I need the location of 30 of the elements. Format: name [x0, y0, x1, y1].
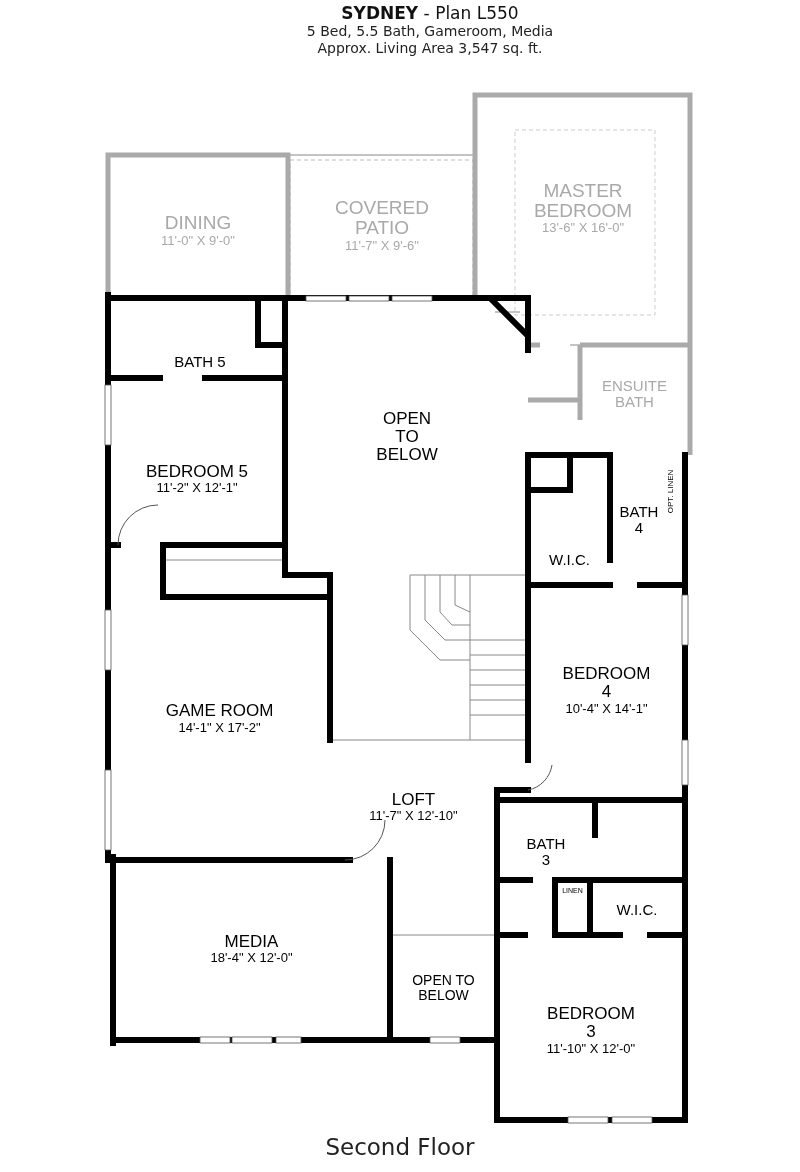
- room-dimensions: 11'-7" X 12'-10": [369, 808, 458, 826]
- plan-title: SYDNEY - Plan L550: [341, 4, 519, 23]
- floor-caption: Second Floor: [324, 1134, 476, 1160]
- room-name: BEDROOM 4: [561, 665, 652, 701]
- room-name: ENSUITE BATH: [601, 378, 668, 410]
- room-name: DINING: [164, 213, 232, 233]
- room-name: BATH 5: [174, 354, 226, 370]
- room-dimensions: 11'-0" X 9'-0": [161, 233, 235, 250]
- room-name: OPEN TO BELOW: [411, 972, 476, 1003]
- room-name: BEDROOM 3: [546, 1005, 636, 1041]
- room-name: GAME ROOM: [165, 702, 274, 720]
- room-dimensions: 18'-4" X 12'-0": [210, 950, 293, 968]
- room-dimensions: 11'-7" X 9'-6": [345, 238, 419, 255]
- room-name: BEDROOM 5: [146, 462, 248, 481]
- plan-subtitle: Approx. Living Area 3,547 sq. ft.: [317, 40, 543, 57]
- room-dimensions: 11'-2" X 12'-1": [156, 480, 238, 498]
- room-name: BATH 4: [618, 504, 660, 536]
- room-dimensions: 10'-4" X 14'-1": [565, 700, 648, 718]
- plan-subtitle: 5 Bed, 5.5 Bath, Gameroom, Media: [306, 23, 554, 40]
- room-name: W.I.C.: [616, 901, 658, 918]
- room-name: LOFT: [391, 790, 436, 809]
- room-dimensions: 13'-6" X 16'-0": [541, 220, 625, 238]
- room-name: OPEN TO BELOW: [375, 410, 439, 464]
- room-name: MEDIA: [224, 932, 279, 951]
- room-name: W.I.C.: [549, 551, 590, 568]
- room-name: COVERED PATIO: [334, 198, 430, 238]
- room-name: BATH 3: [525, 836, 567, 868]
- room-name: MASTER BEDROOM: [532, 180, 634, 221]
- room-dimensions: 14'-1" X 17'-2": [178, 719, 261, 737]
- room-dimensions: 11'-10" X 12'-0": [546, 1040, 636, 1058]
